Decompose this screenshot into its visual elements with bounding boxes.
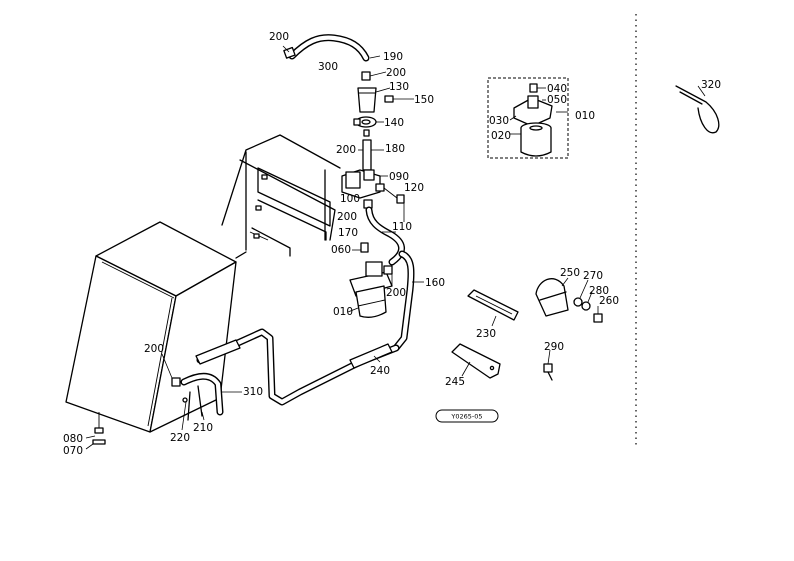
part-label-p160: 160 xyxy=(425,277,445,289)
mounting-frame xyxy=(221,134,341,259)
part-label-p210: 210 xyxy=(193,422,213,434)
part-label-p200d: 200 xyxy=(337,211,357,223)
part-label-p230: 230 xyxy=(476,328,496,340)
leader-lines xyxy=(85,45,706,450)
drawing-code-tag: Y0265-05 xyxy=(435,409,499,423)
part-label-p080: 080 xyxy=(63,433,83,445)
part-label-p310: 310 xyxy=(243,386,263,398)
tank-outlet xyxy=(171,372,224,421)
fuel-pipe-160 xyxy=(392,250,415,352)
part-label-p250a: 250 xyxy=(560,267,580,279)
part-label-p180: 180 xyxy=(385,143,405,155)
part-label-p040: 040 xyxy=(547,83,567,95)
part-label-p200f: 200 xyxy=(144,343,164,355)
filter-kit-010 xyxy=(487,77,569,159)
part-label-p260: 260 xyxy=(599,295,619,307)
part-label-p270: 270 xyxy=(583,270,603,282)
part-label-p150: 150 xyxy=(414,94,434,106)
filter-130 xyxy=(357,71,394,113)
part-label-p060: 060 xyxy=(331,244,351,256)
part-label-p240: 240 xyxy=(370,365,390,377)
part-label-p320: 320 xyxy=(701,79,721,91)
fuel-pipe-240 xyxy=(195,328,400,406)
plate-245 xyxy=(451,343,501,379)
part-label-p100: 100 xyxy=(340,193,360,205)
part-label-p290: 290 xyxy=(544,341,564,353)
part-label-p070: 070 xyxy=(63,445,83,457)
part-label-p010b: 010 xyxy=(575,110,595,122)
part-label-p280: 280 xyxy=(589,285,609,297)
part-label-p030: 030 xyxy=(489,115,509,127)
bolt-290 xyxy=(543,363,553,381)
part-label-p300: 300 xyxy=(318,61,338,73)
part-label-p200e: 200 xyxy=(386,287,406,299)
cock-assembly-090 xyxy=(341,169,405,209)
top-hose-300 xyxy=(283,34,370,62)
fuel-tank xyxy=(65,221,237,445)
banjo-140 xyxy=(353,116,377,137)
part-label-p245: 245 xyxy=(445,376,465,388)
pipe-180 xyxy=(362,139,372,171)
part-label-p050: 050 xyxy=(547,94,567,106)
part-label-p200c: 200 xyxy=(336,144,356,156)
hose-170 xyxy=(365,206,405,266)
clamp-250 xyxy=(535,278,603,323)
part-label-p170: 170 xyxy=(338,227,358,239)
lower-filter-010 xyxy=(349,242,393,318)
part-label-p010a: 010 xyxy=(333,306,353,318)
part-label-p190: 190 xyxy=(383,51,403,63)
part-labels: 200 300 190 200 130 150 140 200 180 090 100 120 200 1… xyxy=(63,31,721,457)
part-label-p220: 220 xyxy=(170,432,190,444)
part-label-p200b: 200 xyxy=(386,67,406,79)
part-label-p130: 130 xyxy=(389,81,409,93)
strap-230 xyxy=(467,289,519,321)
part-label-p110: 110 xyxy=(392,221,412,233)
part-label-p020: 020 xyxy=(491,130,511,142)
part-label-p120: 120 xyxy=(404,182,424,194)
drawing-code: Y0265-05 xyxy=(450,413,482,421)
part-label-p090: 090 xyxy=(389,171,409,183)
part-label-p140: 140 xyxy=(384,117,404,129)
part-label-p200a: 200 xyxy=(269,31,289,43)
cable-tie-320 xyxy=(675,85,720,134)
